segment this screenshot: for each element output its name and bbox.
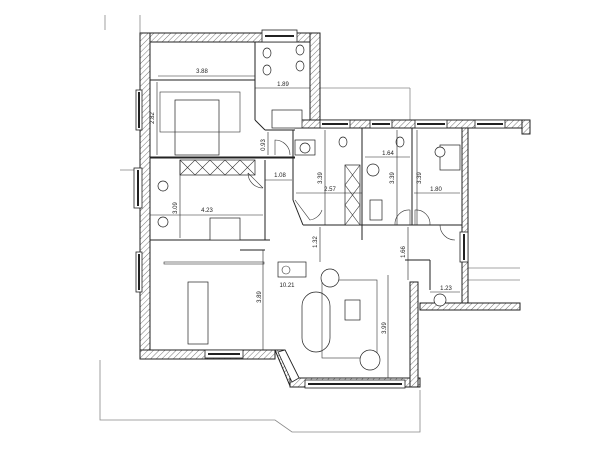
dim-4-23: 4.23 [201, 208, 213, 214]
dim-3-99: 3.99 [382, 322, 388, 334]
dim-1-80: 1.80 [430, 187, 442, 193]
dim-3-88: 3.88 [196, 69, 208, 75]
dim-1-32: 1.32 [313, 236, 319, 248]
dim-2-82: 2.82 [150, 112, 156, 124]
dimension-lines [150, 75, 460, 378]
armchair [359, 349, 381, 371]
dim-3-09: 3.09 [173, 202, 179, 214]
dim-3-89: 3.89 [257, 291, 263, 303]
dim-2-57: 2.57 [324, 187, 336, 193]
dimension-labels: 3.88 1.89 2.82 0.93 1.08 3.09 4.23 3.39 … [150, 69, 452, 334]
dim-1-64: 1.64 [382, 151, 394, 157]
dim-1-66: 1.66 [401, 246, 407, 258]
site-lines [99, 15, 520, 433]
dim-10-21: 10.21 [279, 283, 295, 289]
windows [133, 29, 506, 389]
sofa [301, 291, 331, 353]
dim-3-39-a: 3.39 [318, 172, 324, 184]
furniture [157, 44, 461, 371]
dim-3-39-b: 3.39 [390, 172, 396, 184]
bed [174, 99, 220, 156]
armchair [320, 268, 340, 288]
doors [247, 139, 456, 241]
dim-0-93: 0.93 [261, 139, 267, 151]
dim-1-89: 1.89 [277, 82, 289, 88]
rug [321, 279, 378, 359]
kitchen-island [187, 281, 209, 345]
dim-1-08: 1.08 [274, 173, 286, 179]
dim-3-39-c: 3.39 [417, 172, 423, 184]
dim-1-23: 1.23 [440, 286, 452, 292]
